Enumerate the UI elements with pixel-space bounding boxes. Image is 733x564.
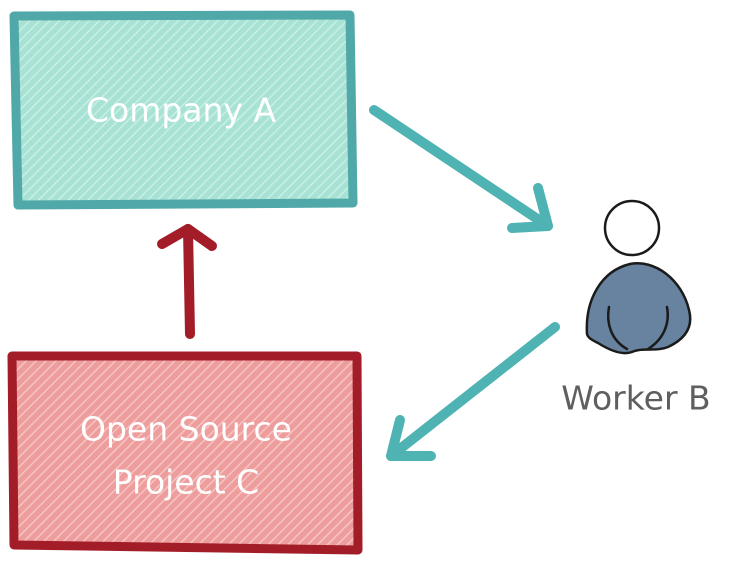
company-a-label: Company A bbox=[86, 91, 276, 130]
person-icon bbox=[585, 199, 692, 355]
company-a-box bbox=[9, 10, 358, 210]
arrow-company-to-worker bbox=[369, 105, 553, 233]
arrow-project-to-company bbox=[157, 224, 217, 339]
project-c-node: Open Source Project C bbox=[7, 351, 363, 555]
worker-b-node: Worker B bbox=[561, 199, 711, 418]
arrow-worker-to-project bbox=[386, 322, 560, 461]
company-a-node: Company A bbox=[9, 10, 358, 210]
project-c-label-line-2: Project C bbox=[113, 463, 259, 502]
worker-b-label: Worker B bbox=[561, 379, 710, 418]
person-right-arm bbox=[646, 305, 669, 351]
person-head bbox=[603, 199, 661, 257]
project-c-label-line-1: Open Source bbox=[80, 410, 292, 449]
person-left-arm bbox=[607, 305, 629, 351]
person-body bbox=[585, 262, 692, 355]
project-c-box bbox=[7, 351, 363, 555]
